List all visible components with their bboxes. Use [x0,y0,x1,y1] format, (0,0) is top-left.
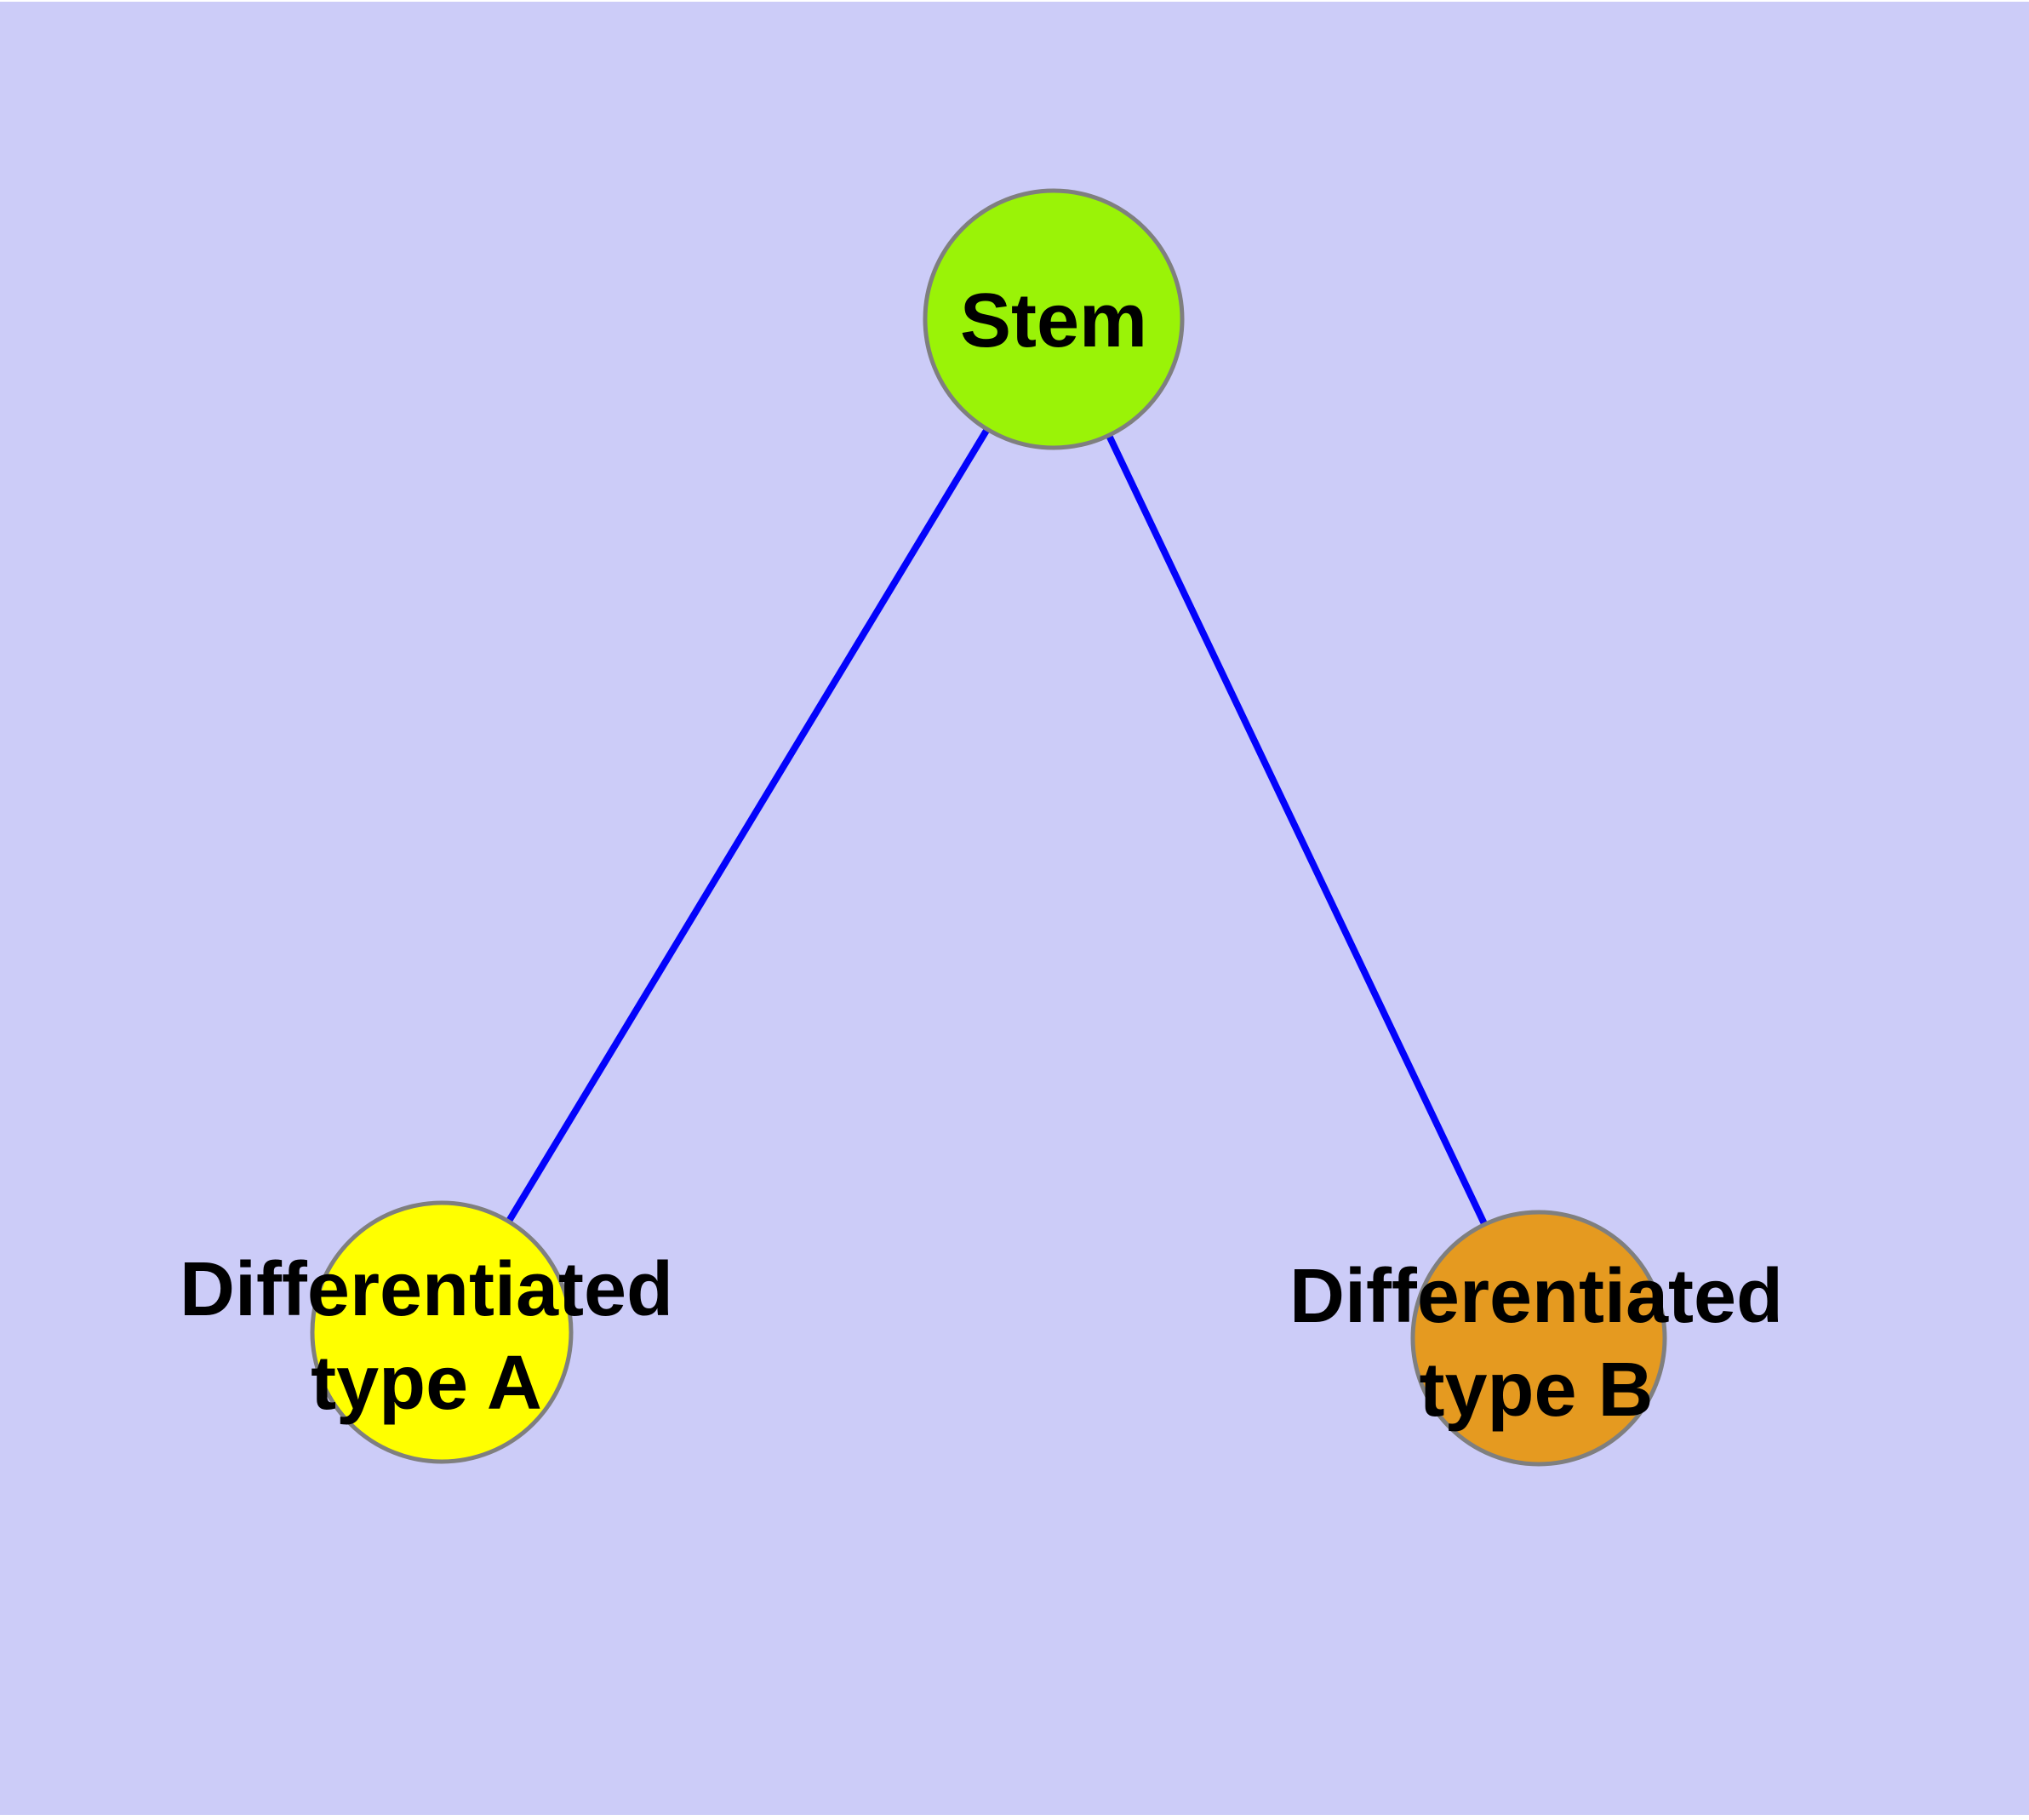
node-stem: Stem [923,188,1185,450]
node-type-b-label-line2: type B [1419,1348,1653,1433]
node-type-b-label-line1: Differentiated [1289,1254,1783,1339]
node-type-a-label-line1: Differentiated [180,1247,673,1332]
node-type-b-circle [1410,1210,1667,1467]
edge-stem-to-type-a [438,317,1057,1335]
node-stem-label: Stem [960,278,1147,363]
node-differentiated-type-a: Differentiated type A [180,1200,673,1464]
node-type-a-circle [310,1200,574,1464]
node-type-a-label-line2: type A [311,1341,542,1426]
edge-stem-to-type-b [1050,318,1542,1340]
node-stem-circle [923,188,1185,450]
node-differentiated-type-b: Differentiated type B [1289,1210,1783,1467]
